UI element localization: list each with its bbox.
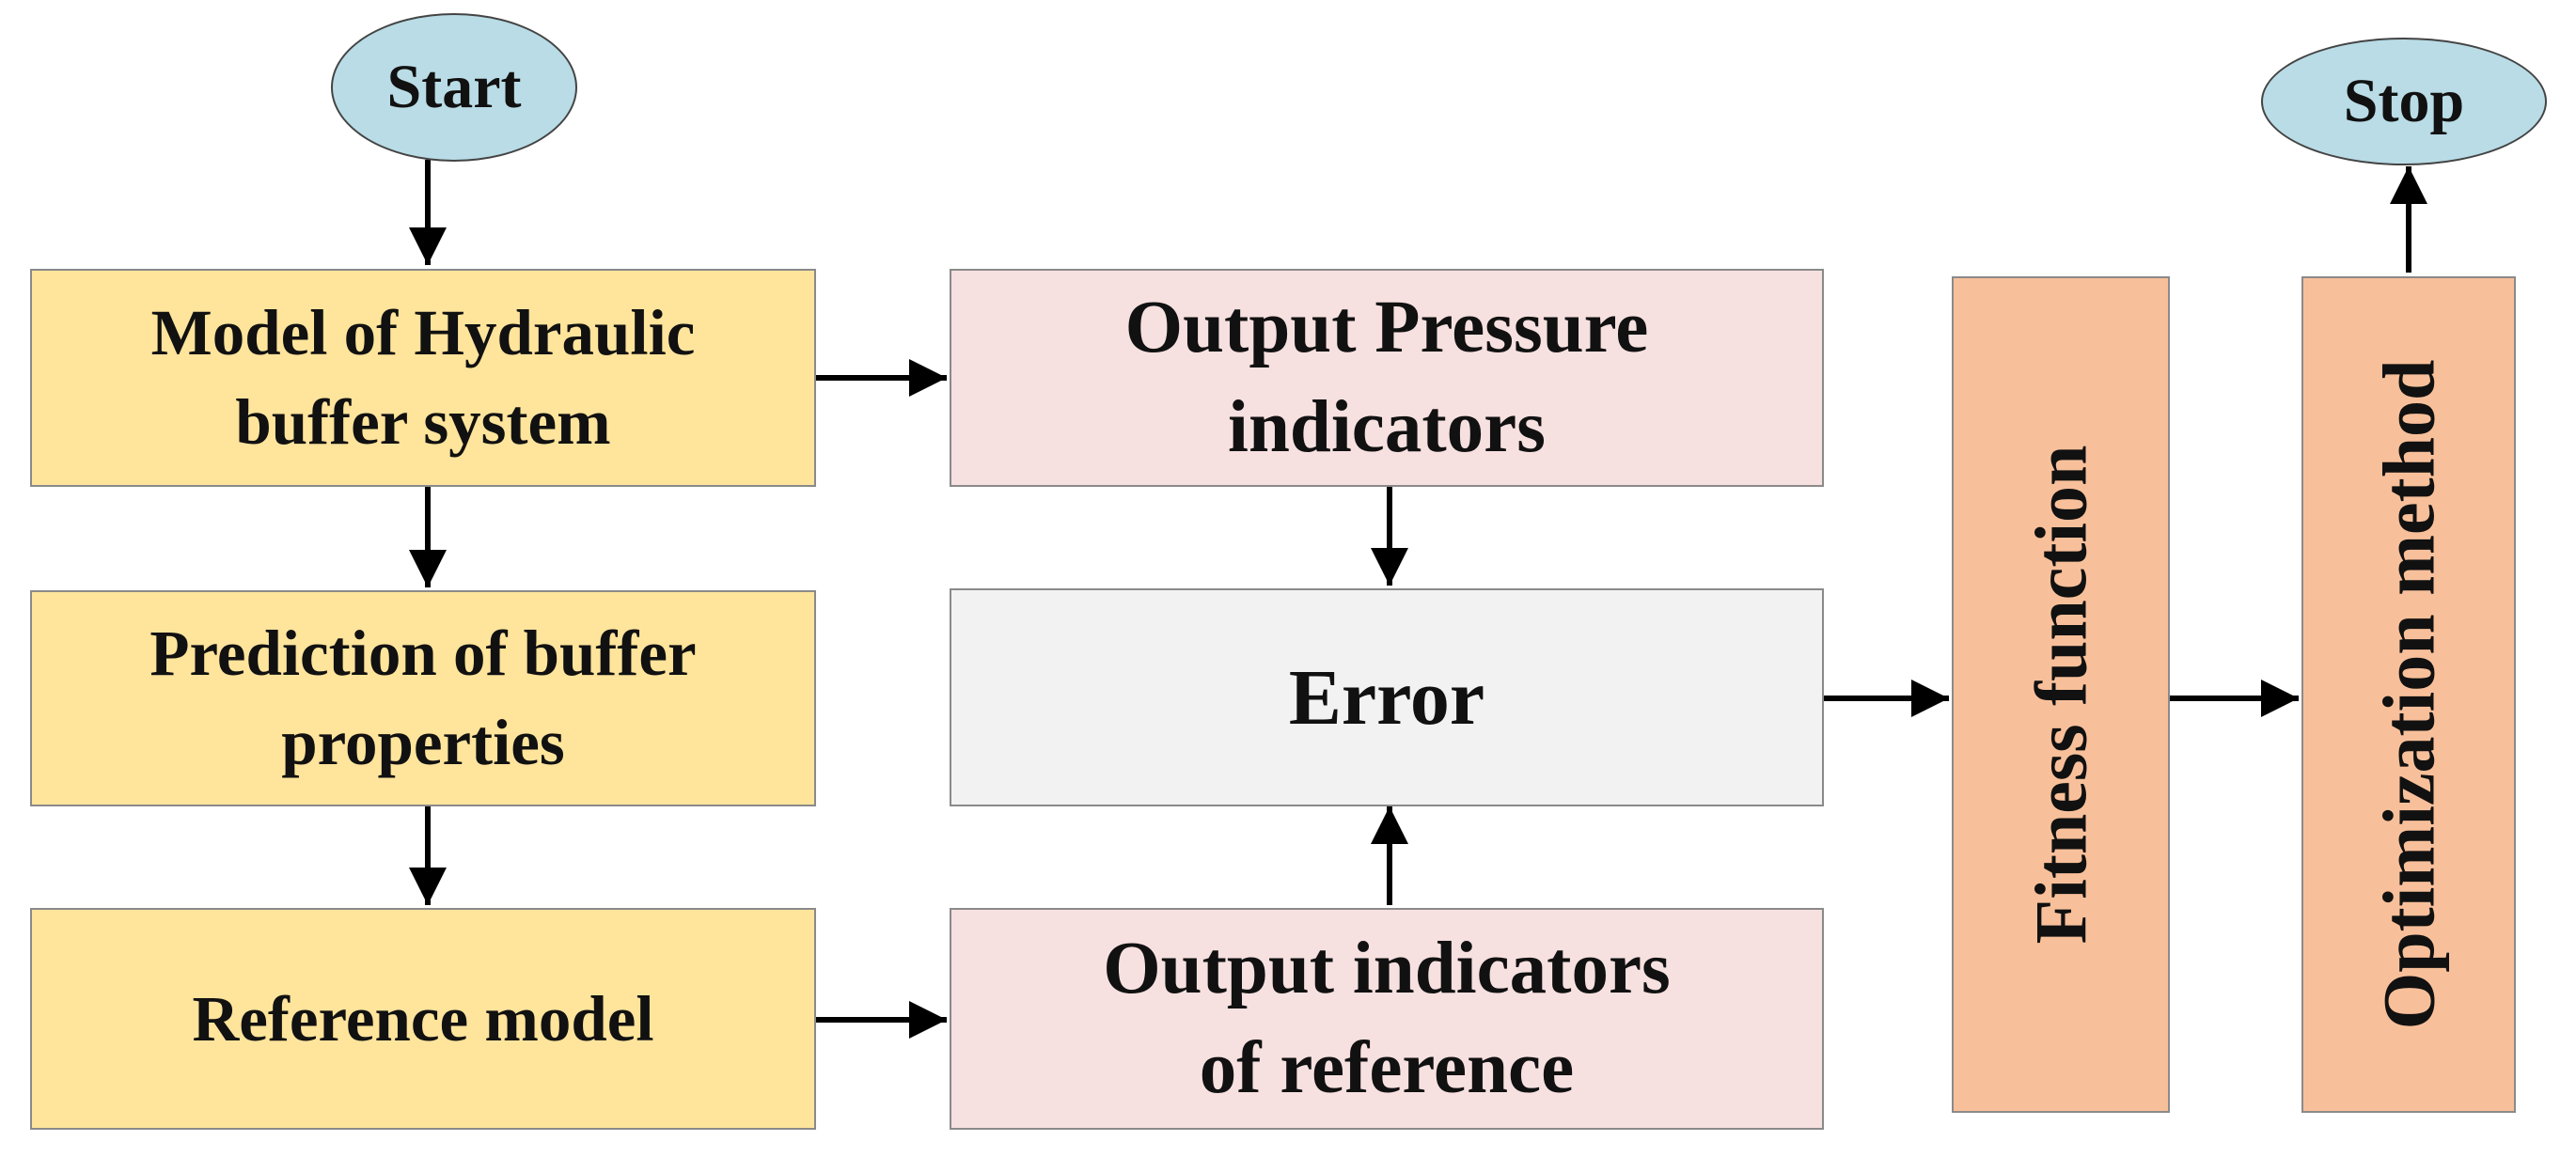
output-reference-label: Output indicators of reference bbox=[1103, 928, 1671, 1109]
optimization-box: Optimization method bbox=[2301, 276, 2516, 1113]
output-pressure-box: Output Pressure indicators bbox=[950, 269, 1824, 487]
reference-model-box: Reference model bbox=[30, 908, 816, 1130]
stop-label: Stop bbox=[2343, 67, 2465, 135]
start-label: Start bbox=[386, 53, 522, 121]
fitness-box: Fitness function bbox=[1952, 276, 2170, 1113]
optimization-label: Optimization method bbox=[2367, 359, 2450, 1030]
start-oval: Start bbox=[331, 13, 577, 162]
model-label: Model of Hydraulic buffer system bbox=[150, 297, 696, 458]
prediction-box: Prediction of buffer properties bbox=[30, 590, 816, 806]
stop-oval: Stop bbox=[2261, 38, 2547, 165]
error-label: Error bbox=[1288, 653, 1485, 742]
reference-model-label: Reference model bbox=[192, 982, 654, 1055]
prediction-label: Prediction of buffer properties bbox=[149, 618, 697, 778]
output-reference-box: Output indicators of reference bbox=[950, 908, 1824, 1130]
fitness-label: Fitness function bbox=[2019, 445, 2102, 945]
error-box: Error bbox=[950, 588, 1824, 806]
model-box: Model of Hydraulic buffer system bbox=[30, 269, 816, 487]
output-pressure-label: Output Pressure indicators bbox=[1124, 287, 1649, 468]
